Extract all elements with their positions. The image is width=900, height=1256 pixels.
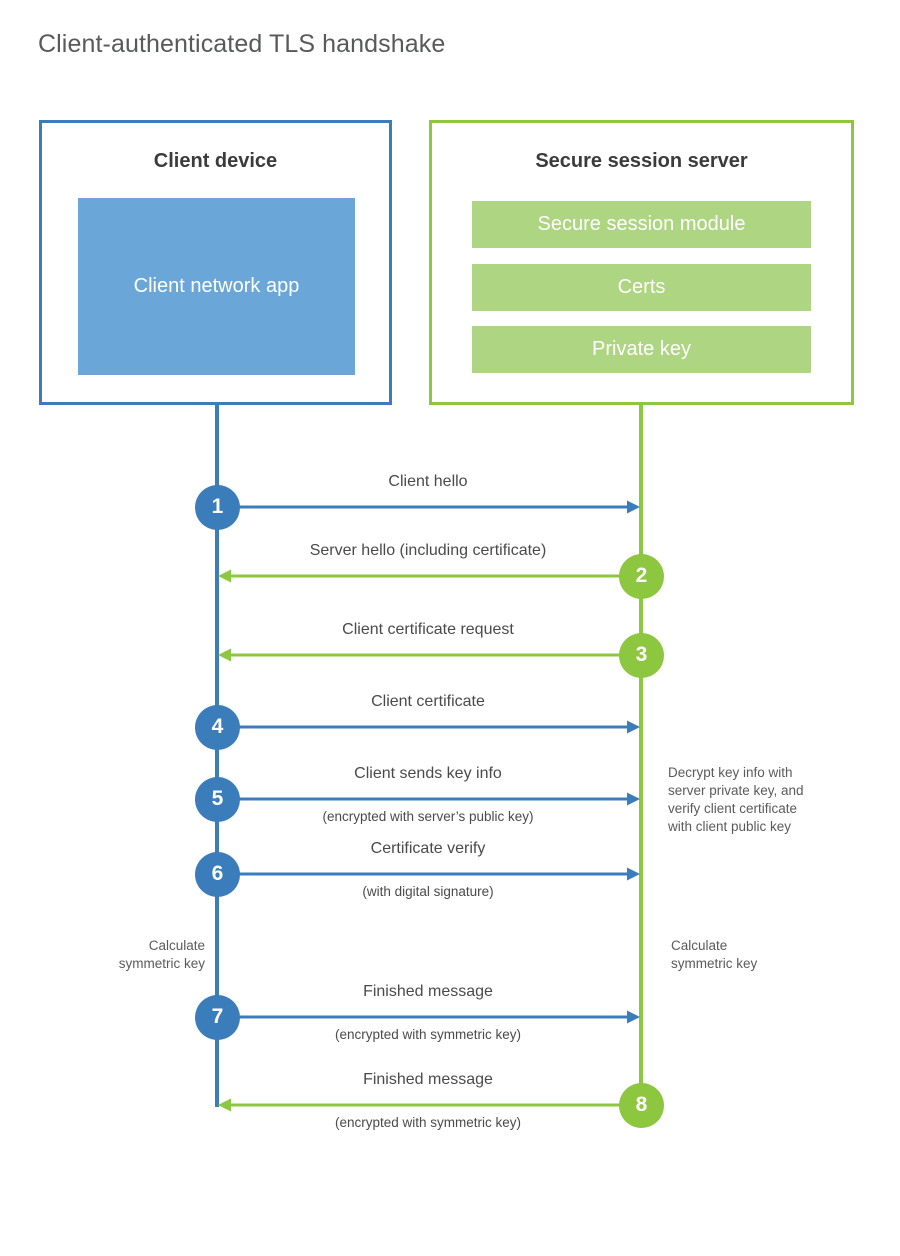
step-number-badge-6[interactable]: 6 xyxy=(195,851,240,897)
message-label: Client certificate request xyxy=(342,621,514,638)
secure-session-server-title: Secure session server xyxy=(535,150,748,172)
step-number-badge-7[interactable]: 7 xyxy=(195,994,240,1040)
secure-session-server-box: Secure session server Secure session mod… xyxy=(429,120,854,405)
server-component-private-key: Private key xyxy=(472,326,811,373)
message-sublabel: (encrypted with symmetric key) xyxy=(334,1115,522,1130)
message-label: Client hello xyxy=(388,473,468,490)
client-lifeline xyxy=(215,405,219,1107)
message-arrow xyxy=(217,792,640,806)
message-arrow xyxy=(217,500,640,514)
step-number-badge-4[interactable]: 4 xyxy=(195,704,240,750)
message-sublabel: (encrypted with symmetric key) xyxy=(334,1027,522,1042)
message-label: Certificate verify xyxy=(370,840,486,857)
server-component-certs: Certs xyxy=(472,264,811,311)
message-label: Client certificate xyxy=(371,693,485,710)
message-arrow xyxy=(217,720,640,734)
message-label: Finished message xyxy=(363,983,493,1000)
message-sublabel: (with digital signature) xyxy=(362,884,494,899)
step-number-badge-1[interactable]: 1 xyxy=(195,484,240,530)
annotation-server-decrypt: Decrypt key info with server private key… xyxy=(668,765,804,834)
server-lifeline xyxy=(639,405,643,1107)
message-label: Server hello (including certificate) xyxy=(309,542,547,559)
message-sublabel: (encrypted with server’s public key) xyxy=(322,809,534,824)
message-arrow xyxy=(218,648,641,662)
server-component-secure-session-module: Secure session module xyxy=(472,201,811,248)
message-label: Client sends key info xyxy=(354,765,502,782)
annotation-client-calculate-symmetric-key: Calculate symmetric key xyxy=(118,938,205,971)
message-arrow xyxy=(217,1010,640,1024)
page-title: Client-authenticated TLS handshake xyxy=(38,30,446,58)
message-arrow xyxy=(218,1098,641,1112)
annotation-server-calculate-symmetric-key: Calculate symmetric key xyxy=(671,938,758,971)
step-number-badge-5[interactable]: 5 xyxy=(195,776,240,822)
client-network-app-block: Client network app xyxy=(78,198,355,375)
message-arrow xyxy=(217,867,640,881)
step-number-badge-2[interactable]: 2 xyxy=(619,553,664,599)
step-number-badge-3[interactable]: 3 xyxy=(619,632,664,678)
message-label: Finished message xyxy=(363,1071,493,1088)
message-arrow xyxy=(218,569,641,583)
step-number-badge-8[interactable]: 8 xyxy=(619,1082,664,1128)
client-device-box: Client device Client network app xyxy=(39,120,392,405)
client-device-title: Client device xyxy=(153,150,278,172)
